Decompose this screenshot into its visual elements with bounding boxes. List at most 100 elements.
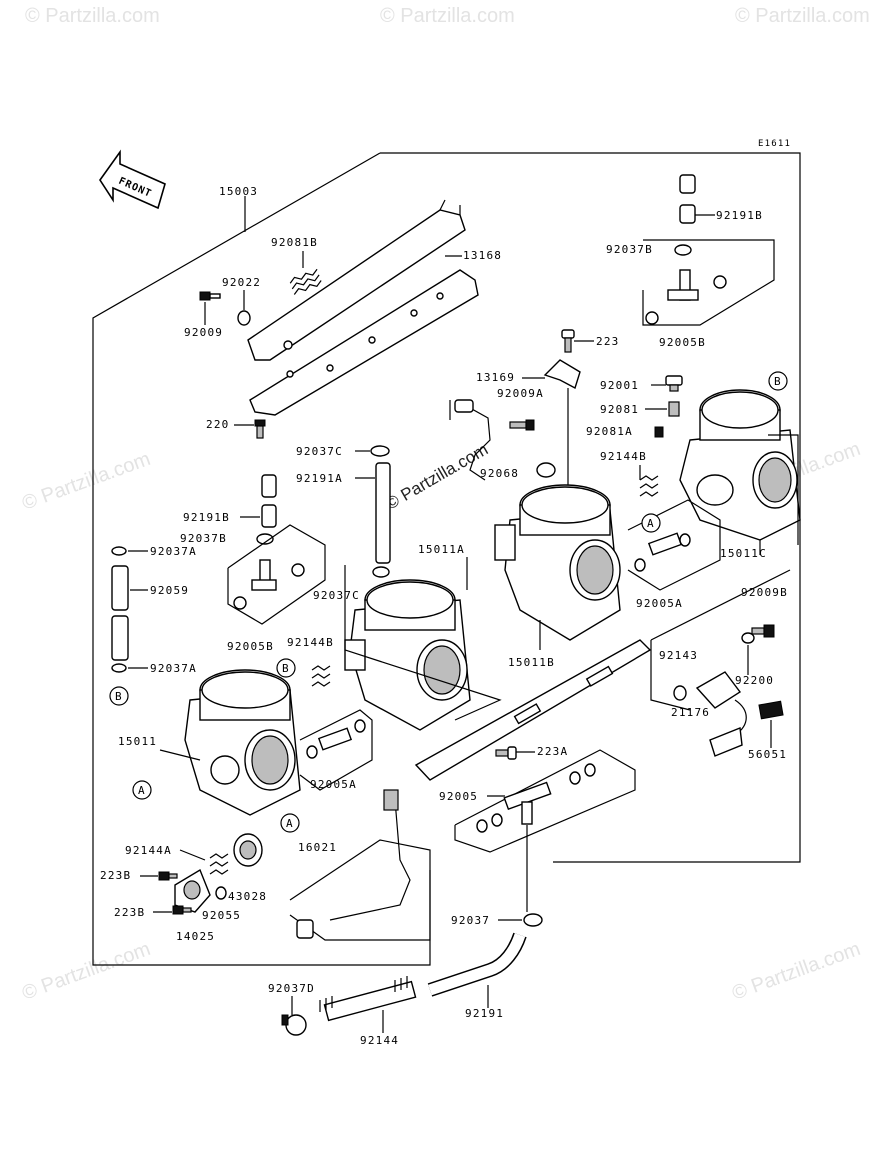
bracket-13169 xyxy=(543,359,581,390)
label-92009a: 92009A xyxy=(497,387,544,400)
label-92005b-top: 92005B xyxy=(659,336,706,349)
callout-a: A xyxy=(132,780,152,800)
label-92055: 92055 xyxy=(202,909,241,922)
fitting-92005b xyxy=(645,269,727,325)
spring-92144b xyxy=(311,665,331,687)
hose-92144 xyxy=(319,976,417,1022)
callout-b: B xyxy=(109,686,129,706)
spring-92081b xyxy=(289,268,322,295)
watermark: © Partzilla.com xyxy=(25,5,160,27)
hose-92059 xyxy=(111,565,129,611)
washer-92143 xyxy=(673,685,687,701)
svg-text:B: B xyxy=(282,662,290,675)
front-arrow-icon: FRONT xyxy=(99,149,166,210)
label-92009b: 92009B xyxy=(741,586,788,599)
label-43028: 43028 xyxy=(228,890,267,903)
screw-223b xyxy=(172,905,192,915)
label-92037a-top: 92037A xyxy=(150,545,197,558)
spring-92144a xyxy=(209,853,229,875)
group-outline xyxy=(299,709,373,791)
label-92037c-a: 92037C xyxy=(296,445,343,458)
spring-92144b xyxy=(639,475,659,497)
label-92144: 92144 xyxy=(360,1034,399,1047)
label-92200: 92200 xyxy=(735,674,774,687)
fitting-92005 xyxy=(476,763,596,833)
group-outline xyxy=(344,565,502,721)
label-92191a: 92191A xyxy=(296,472,343,485)
label-15011c: 15011C xyxy=(720,547,767,560)
fuel-rail-bracket xyxy=(247,199,479,416)
clip-92037a xyxy=(111,546,127,556)
carburetor-15011c xyxy=(679,389,801,541)
label-92037b-left: 92037B xyxy=(180,532,227,545)
cover-14025 xyxy=(174,868,211,913)
label-223b-b: 223B xyxy=(114,906,145,919)
clip-92037c xyxy=(372,566,390,578)
screw-220 xyxy=(254,419,266,439)
svg-text:A: A xyxy=(647,517,655,530)
hose-92191a xyxy=(375,462,391,564)
washer-92200 xyxy=(741,632,755,644)
fuel-rail-lower xyxy=(414,639,652,781)
fitting-92005a xyxy=(306,719,366,759)
label-15011: 15011 xyxy=(118,735,157,748)
hose-92191b xyxy=(261,504,277,528)
label-15011a: 15011A xyxy=(418,543,465,556)
label-223b-a: 223B xyxy=(100,869,131,882)
carburetor-15011 xyxy=(184,669,301,816)
callout-a: A xyxy=(641,513,661,533)
label-92037c-b: 92037C xyxy=(313,589,360,602)
carburetor-15011b xyxy=(494,484,621,641)
group-outline xyxy=(227,524,326,625)
label-92005b-left: 92005B xyxy=(227,640,274,653)
label-92037: 92037 xyxy=(451,914,490,927)
label-92144b-left: 92144B xyxy=(287,636,334,649)
screw-223a xyxy=(495,746,517,760)
label-92005a-right: 92005A xyxy=(636,597,683,610)
label-92081b: 92081B xyxy=(271,236,318,249)
watermark: © Partzilla.com xyxy=(729,938,863,1005)
callout-b: B xyxy=(276,658,296,678)
watermark: © Partzilla.com xyxy=(735,5,870,27)
group-outline xyxy=(627,499,721,591)
assembly-outline xyxy=(380,152,801,863)
label-92005a-left: 92005A xyxy=(310,778,357,791)
clip-92037 xyxy=(523,913,543,927)
label-92005: 92005 xyxy=(439,790,478,803)
group-outline xyxy=(768,434,799,545)
fitting-92005b xyxy=(233,559,305,610)
label-16021: 16021 xyxy=(298,841,337,854)
callout-b: B xyxy=(768,371,788,391)
label-92081: 92081 xyxy=(600,403,639,416)
group-outline xyxy=(642,239,775,326)
pad-56051 xyxy=(758,700,784,720)
label-92191: 92191 xyxy=(465,1007,504,1020)
diagram-code: E1611 xyxy=(758,139,791,149)
watermark: © Partzilla.com xyxy=(380,5,515,27)
spring-92081 xyxy=(668,401,680,417)
leader-line xyxy=(179,849,206,861)
label-92009: 92009 xyxy=(184,326,223,339)
watermark: © Partzilla.com xyxy=(19,448,153,515)
group-outline xyxy=(289,839,431,941)
label-14025: 14025 xyxy=(176,930,215,943)
spring-92081a xyxy=(654,426,664,438)
label-92059: 92059 xyxy=(150,584,189,597)
center-watermark: © Partzilla.com xyxy=(383,440,492,514)
clip-92037c xyxy=(370,445,390,457)
label-13169: 13169 xyxy=(476,371,515,384)
label-56051: 56051 xyxy=(748,748,787,761)
label-92191b-left: 92191B xyxy=(183,511,230,524)
leader-line xyxy=(650,569,791,641)
sensor-21176 xyxy=(695,671,747,757)
watermark: © Partzilla.com xyxy=(19,938,153,1005)
label-92144a: 92144A xyxy=(125,844,172,857)
choke-cable-16021 xyxy=(296,789,411,939)
carburetor-15011a xyxy=(344,579,471,731)
hose-92059 xyxy=(111,615,129,661)
svg-text:A: A xyxy=(286,817,294,830)
screw-92009a xyxy=(509,419,535,431)
leader-line xyxy=(159,749,201,761)
clip-92037a xyxy=(111,663,127,673)
svg-text:B: B xyxy=(115,690,123,703)
